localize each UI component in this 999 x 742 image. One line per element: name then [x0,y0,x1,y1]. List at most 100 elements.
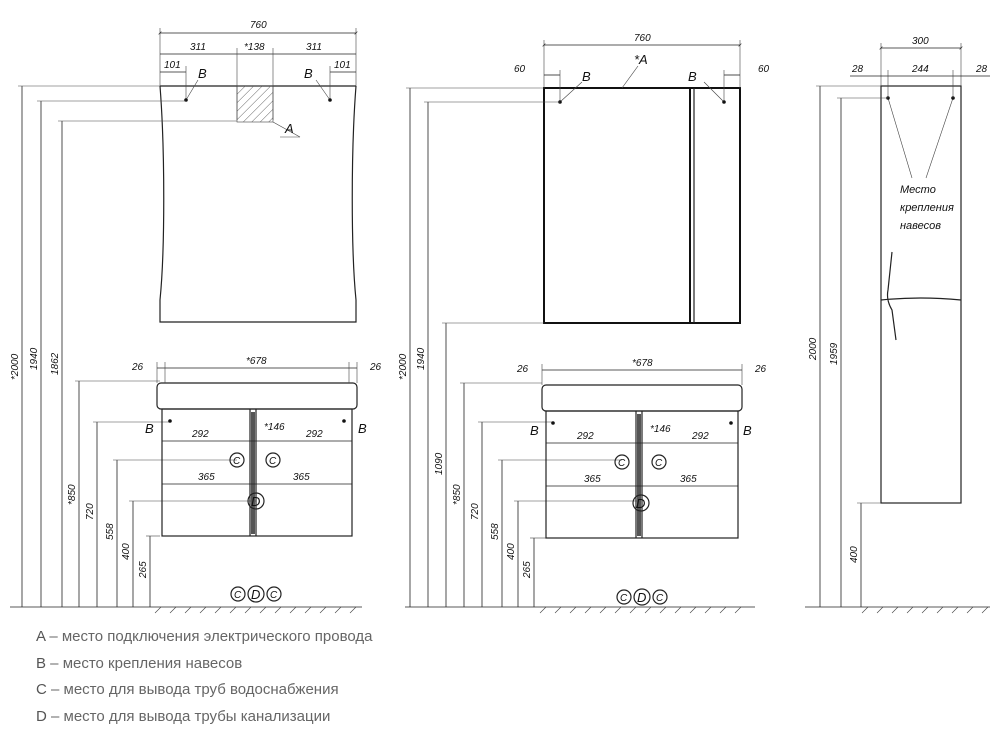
dim-400: 400 [121,543,132,560]
dim-678: *678 [246,356,267,367]
dim-760-text: 760 [250,20,267,31]
note-line2: крепления [900,202,954,214]
dim-558: 558 [490,523,501,540]
mark-b-cab-right: B [358,421,367,436]
svg-text:C: C [655,458,663,469]
dim-365-left: 365 [198,472,215,483]
cabinet-split [880,297,962,301]
note-line1: Место [900,184,936,196]
dim-138: *138 [244,42,265,53]
dim-720: 720 [470,503,481,520]
mark-a: *A [634,52,648,67]
dim-311-right: 311 [306,42,322,53]
dim-146: *146 [650,424,671,435]
dim-365-left: 365 [584,474,601,485]
note-line3: навесов [900,220,941,232]
cabinet-handle [886,251,897,341]
dim-365-right: 365 [293,472,310,483]
dim-400: 400 [506,543,517,560]
dim-2000: *2000 [10,353,21,380]
cabinet-body [161,408,353,537]
dim-26-left: 26 [131,362,144,373]
dim-760-text: 760 [634,33,651,44]
water-outlet-right: C [265,452,281,468]
dim-26-left: 26 [516,364,529,375]
electric-zone-hatch [236,85,274,123]
dim-265: 265 [522,561,533,579]
mark-b-left: B [582,69,591,84]
dim-1959: 1959 [829,342,840,365]
svg-text:C: C [620,593,628,604]
dim-101-left: 101 [164,60,181,71]
dim-1090: 1090 [434,452,445,475]
handle-gap [637,414,641,536]
mark-b-cab-left: B [145,421,154,436]
dim-292-left: 292 [191,429,209,440]
legend-item-b: B – место крепления навесов [36,654,243,672]
dim-300-text: 300 [912,36,929,47]
dim-850: *850 [452,484,463,505]
mark-b-right: B [304,66,313,81]
water-outlet-left: C [229,452,245,468]
dim-26-right: 26 [754,364,767,375]
right-view: Место крепления навесов 300 28 244 28 20… [805,36,990,614]
legend-item-a: A – место подключения электрического про… [36,628,373,645]
mark-b-right: B [688,69,697,84]
mark-a: A [284,121,294,136]
water-outlet-right: C [651,454,667,470]
dim-850: *850 [67,484,78,505]
left-view: A 760 311 *138 311 101 101 B B *2000 194… [10,20,382,614]
dim-292-right: 292 [691,431,709,442]
dim-292-right: 292 [305,429,323,440]
dim-1940: 1940 [29,347,40,370]
dim-311-left: 311 [190,42,206,53]
svg-text:C: C [618,458,626,469]
dim-292-left: 292 [576,431,594,442]
countertop [541,384,743,412]
floor-hatch [154,606,357,614]
dim-60-left: 60 [514,64,526,75]
dim-558: 558 [105,523,116,540]
floor-symbols: C D C [616,588,668,606]
leader-a [272,121,301,138]
middle-view: 760 60 60 B B *A *2000 1940 1090 *850 72… [398,33,770,614]
dim-26-right: 26 [369,362,382,373]
drain-outlet: D [247,492,265,510]
dim-720: 720 [85,503,96,520]
dim-28-right: 28 [975,64,988,75]
dim-60-right: 60 [758,64,770,75]
mark-b-cab-right: B [743,423,752,438]
dim-400: 400 [849,546,860,563]
handle-gap [251,412,255,534]
drain-outlet: D [632,494,650,512]
dim-1862: 1862 [50,352,61,375]
svg-text:C: C [234,590,242,601]
dim-28-left: 28 [851,64,864,75]
dim-244: 244 [911,64,929,75]
svg-text:C: C [270,590,278,601]
floor-symbols: C D C [230,585,282,603]
legend-item-c: C – место для вывода труб водоснабжения [36,681,339,698]
dim-101-right: 101 [334,60,351,71]
mark-b-cab-left: B [530,423,539,438]
legend-item-d: D – место для вывода трубы канализации [36,707,331,725]
mark-b-left: B [198,66,207,81]
water-outlet-left: C [614,454,630,470]
svg-text:C: C [269,456,277,467]
floor-hatch [861,606,989,614]
dim-146: *146 [264,422,285,433]
svg-text:C: C [233,456,241,467]
mirror-cabinet [543,87,741,324]
dim-2000: *2000 [398,353,409,380]
legend: A – место подключения электрического про… [36,624,372,730]
dim-265: 265 [138,561,149,579]
dim-2000: 2000 [808,337,819,361]
svg-text:C: C [656,593,664,604]
floor-hatch [539,606,742,614]
svg-text:D: D [636,496,645,511]
dim-1940: 1940 [416,347,427,370]
svg-text:D: D [251,494,260,509]
dim-678: *678 [632,358,653,369]
tall-cabinet [880,85,962,504]
